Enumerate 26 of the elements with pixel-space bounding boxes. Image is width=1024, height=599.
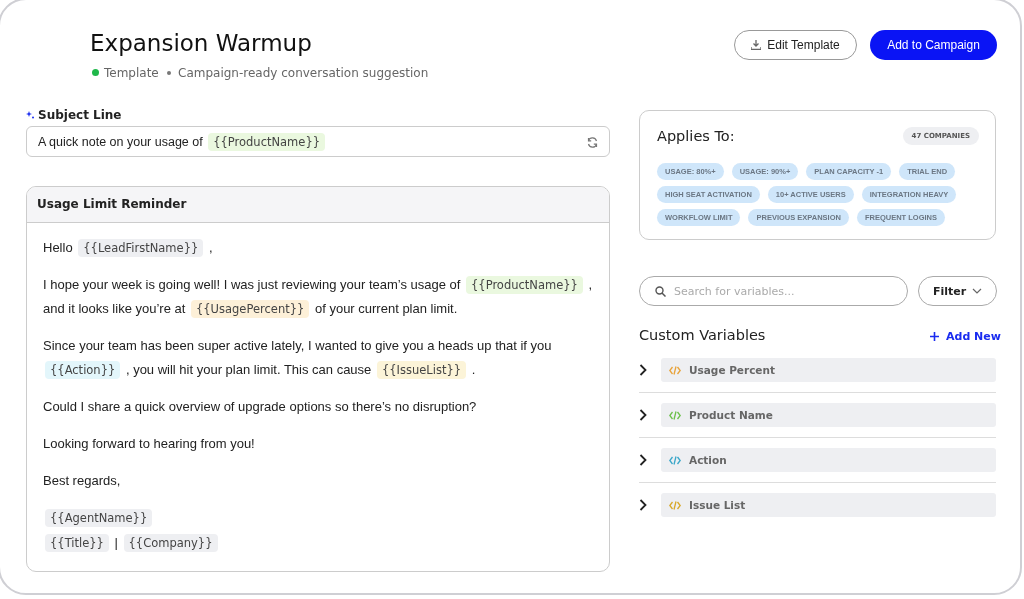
subtitle: Campaign-ready conversation suggestion — [178, 66, 429, 80]
add-to-campaign-button: Add to Campaign — [870, 30, 997, 60]
add-new-link: Add New — [930, 330, 1001, 343]
signature-line: {{AgentName}} — [43, 506, 603, 530]
variable-row: Issue List — [661, 493, 996, 517]
signature-line: {{Title}} | {{Company}} — [43, 531, 603, 555]
input-field: A quick note on your usage of {{ProductName}} — [26, 126, 610, 157]
filter-button: Filter — [918, 276, 997, 306]
email-paragraph: I hope your week is going well! I was just reviewing your team’s usage of {{ProductName}} , and it looks like you’re at {{UsagePercent}} of your current plan limit. — [43, 275, 594, 320]
edit-template-button: Edit Template — [734, 30, 857, 60]
variable-row: Action — [661, 448, 996, 472]
email-paragraph: Best regards, — [43, 472, 122, 490]
field-label: Subject Line — [26, 108, 122, 122]
email-paragraph: Could I share a quick overview of upgrade options so there’s no disruption? — [43, 398, 478, 416]
applies-to-card — [639, 110, 996, 240]
email-paragraph: Hello {{LeadFirstName}} , — [43, 238, 214, 259]
card-title: Applies To: — [657, 128, 735, 144]
variable-row: Product Name — [661, 403, 996, 427]
card-title: Usage Limit Reminder — [27, 187, 609, 223]
section-heading: Custom Variables — [639, 327, 766, 343]
email-paragraph: Since your team has been super active lately, I wanted to give you a heads up that if you {{Action}} , you will hit your plan limit. This can cause {{IssueList}} . — [43, 337, 553, 381]
page-title: Expansion Warmup — [90, 30, 312, 56]
variable-row: Usage Percent — [661, 358, 996, 382]
status-text: Template — [104, 66, 159, 80]
email-card — [26, 186, 610, 572]
email-paragraph: Looking forward to hearing from you! — [43, 435, 256, 453]
